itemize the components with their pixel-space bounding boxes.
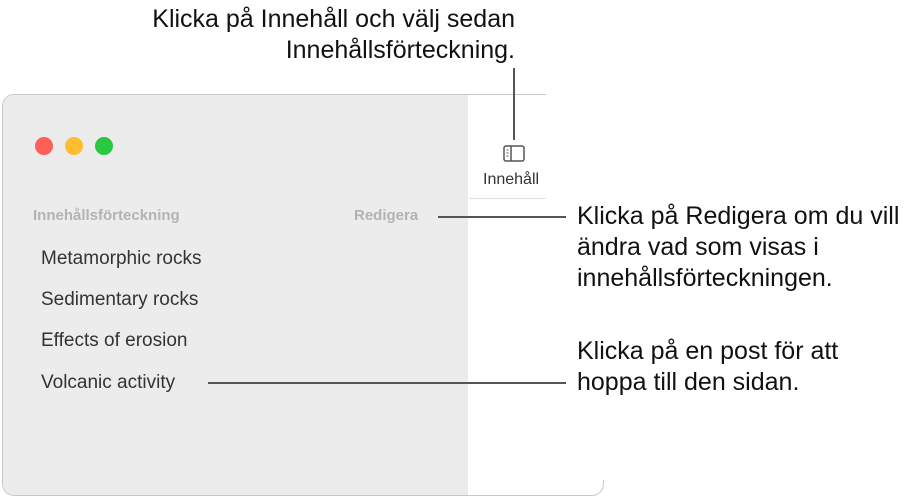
toc-item[interactable]: Volcanic activity — [41, 372, 176, 393]
background — [546, 0, 921, 480]
callout-toolbar: Klicka på Innehåll och välj sedan Innehå… — [152, 5, 515, 64]
app-window: Innehållsförteckning Redigera Metamorphi… — [2, 94, 604, 496]
zoom-button[interactable] — [95, 137, 113, 155]
callout-item: Klicka på en post för att hoppa till den… — [577, 337, 839, 396]
toc-item[interactable]: Effects of erosion — [41, 330, 188, 351]
toc-sidebar: Innehållsförteckning Redigera Metamorphi… — [3, 95, 468, 495]
toolbar-button-label: Innehåll — [483, 171, 540, 188]
sidebar-icon — [503, 145, 525, 162]
callout-edit: Klicka på Redigera om du vill ändra vad … — [577, 202, 900, 292]
toc-title: Innehållsförteckning — [33, 207, 180, 224]
edit-button[interactable]: Redigera — [354, 207, 419, 224]
close-button[interactable] — [35, 137, 53, 155]
callout-line — [438, 216, 566, 218]
toc-item[interactable]: Sedimentary rocks — [41, 289, 199, 310]
callout-line — [208, 382, 566, 384]
minimize-button[interactable] — [65, 137, 83, 155]
toc-item[interactable]: Metamorphic rocks — [41, 248, 202, 269]
toc-toolbar-button[interactable]: Innehåll — [469, 95, 549, 199]
callout-line — [513, 68, 515, 140]
